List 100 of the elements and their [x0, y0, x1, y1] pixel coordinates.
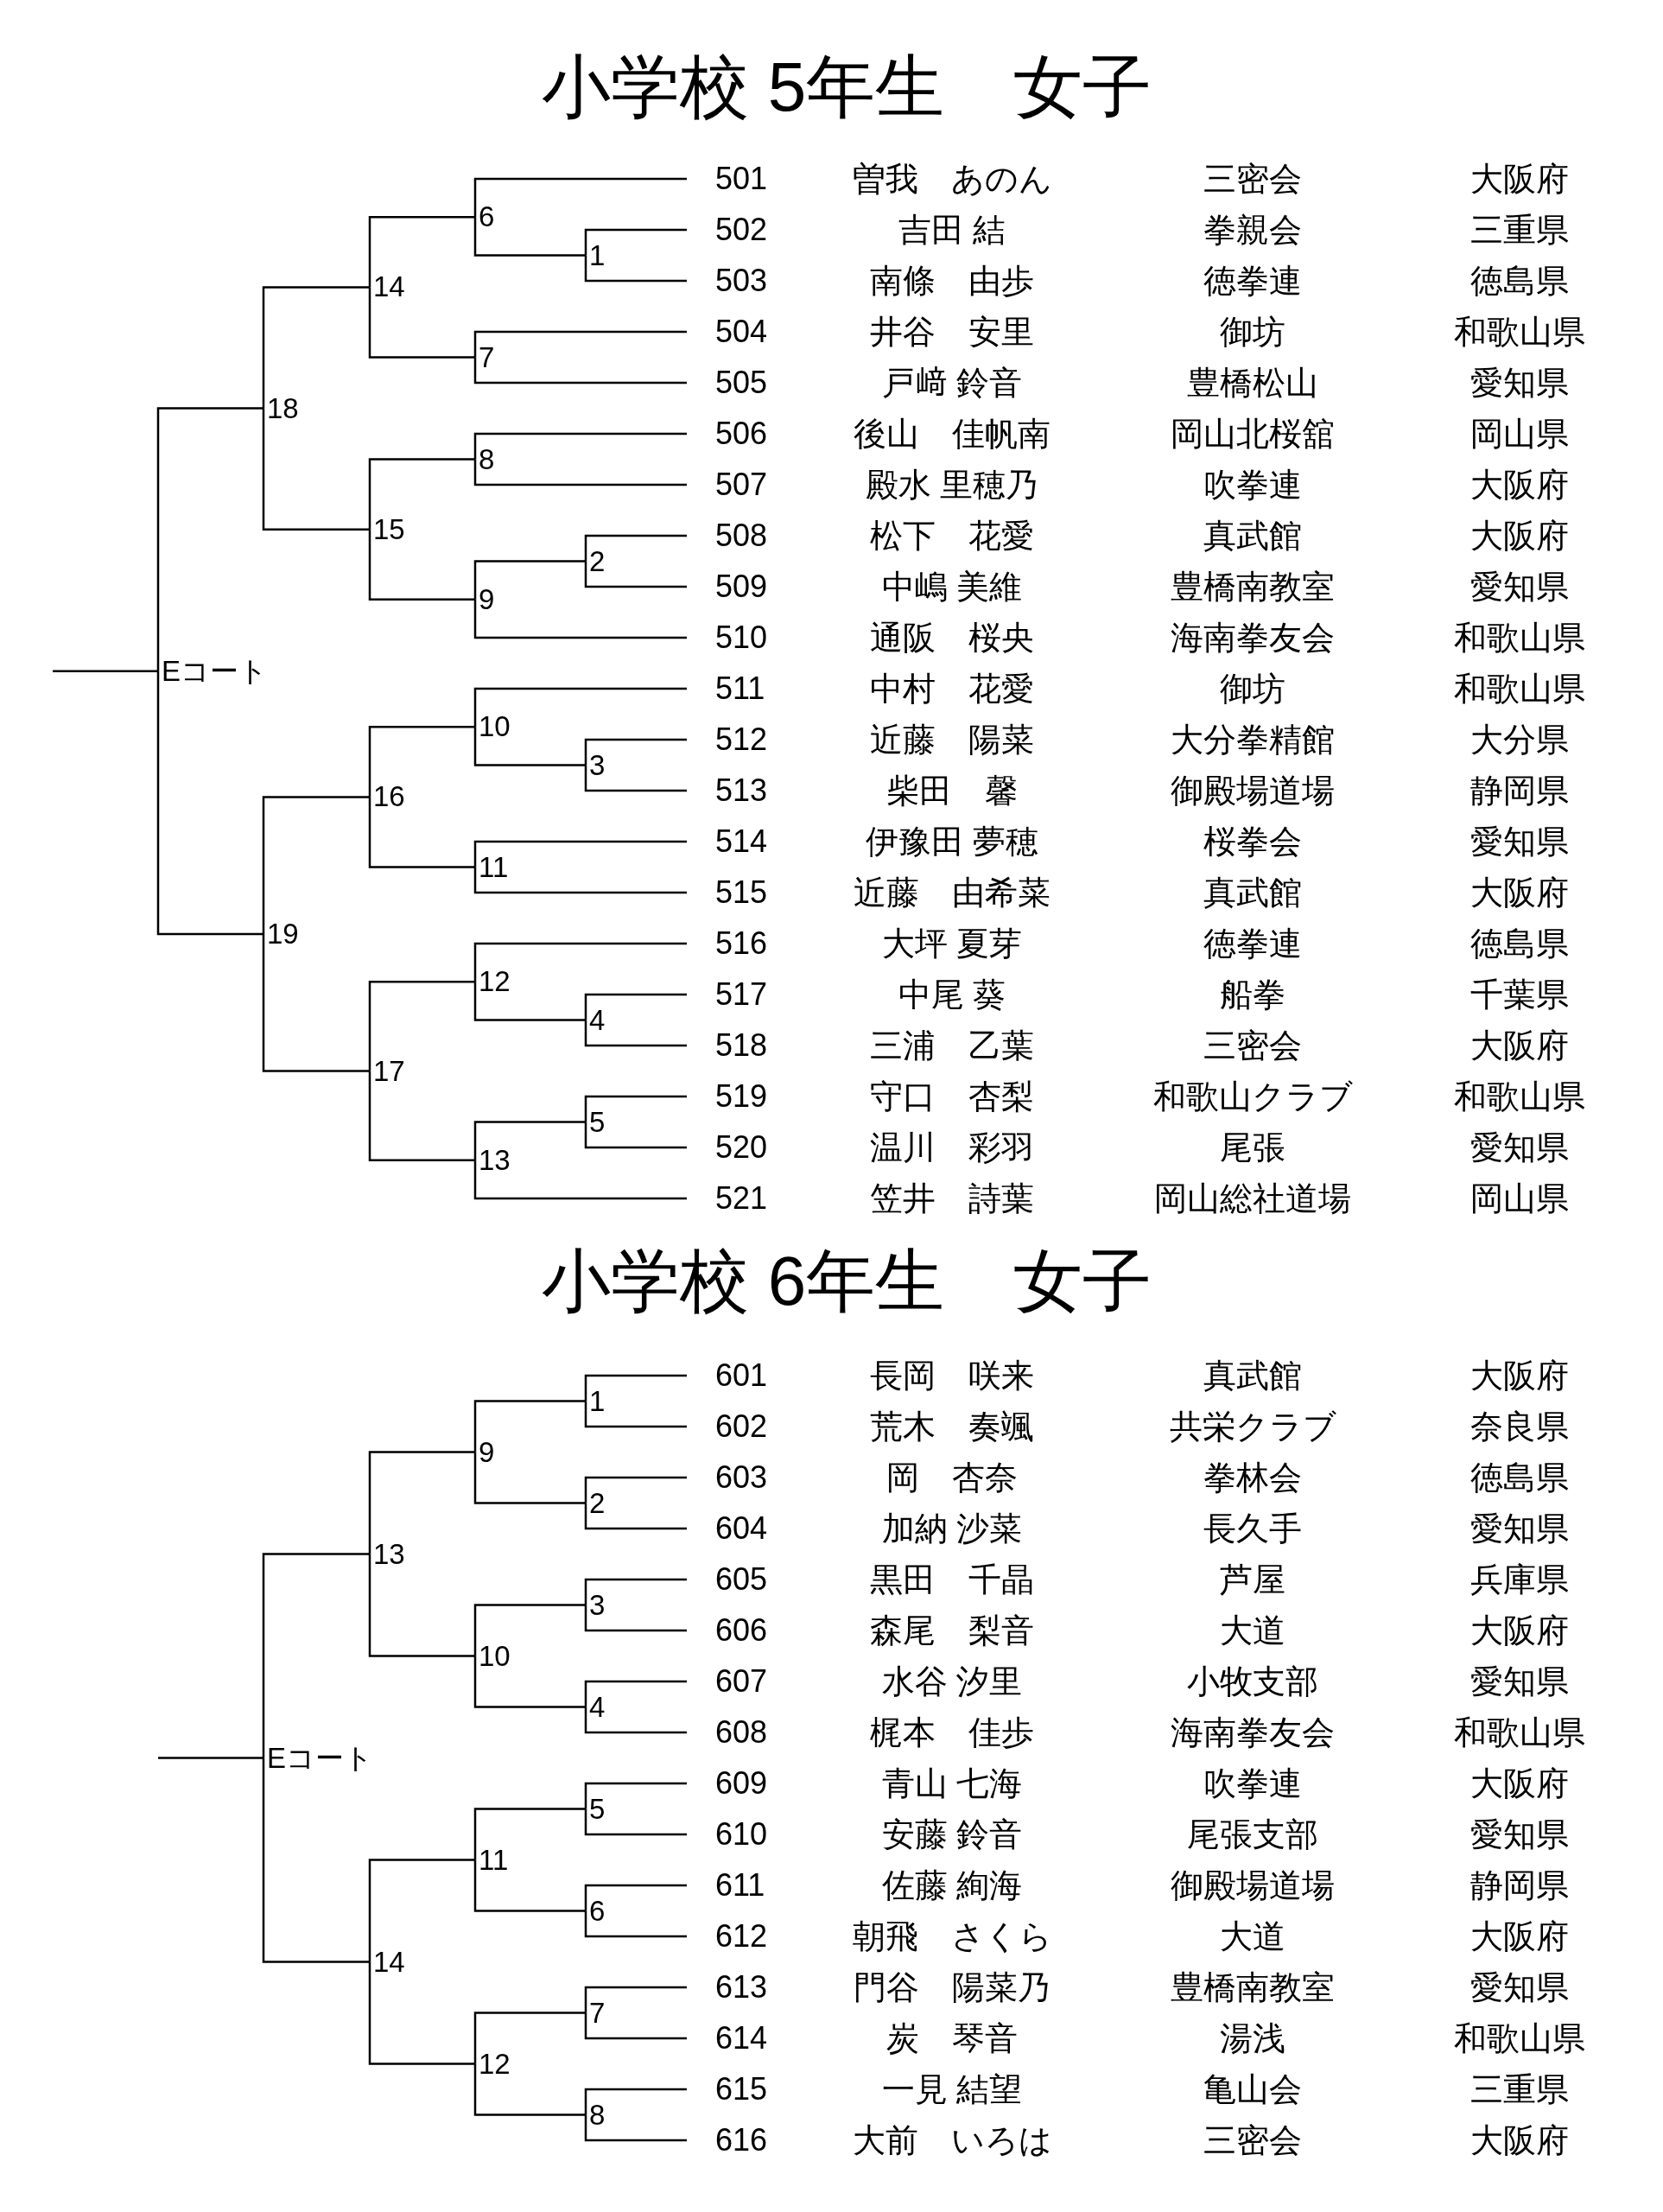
player-name: 井谷 安里 [870, 313, 1034, 351]
entry-number: 510 [715, 619, 768, 657]
club-name: 三密会 [1203, 160, 1302, 198]
bracket-line [584, 1782, 687, 1809]
prefecture-name: 三重県 [1470, 211, 1569, 249]
entry-number: 601 [715, 1357, 768, 1395]
match-number: 16 [373, 780, 405, 814]
bracket-line [473, 357, 687, 385]
player-name: 南條 由歩 [870, 262, 1034, 300]
match-number: 12 [479, 2047, 511, 2081]
entry-number: 512 [715, 721, 768, 759]
entry-number: 509 [715, 568, 768, 606]
club-name: 御殿場道場 [1171, 1866, 1335, 1904]
bracket-line [262, 796, 370, 934]
match-number: 14 [373, 270, 405, 304]
prefecture-name: 愛知県 [1470, 1968, 1569, 2006]
player-name: 梶本 佳歩 [870, 1713, 1034, 1751]
club-name: 徳拳連 [1203, 262, 1302, 300]
bracket-line [584, 1503, 687, 1530]
bracket-line [584, 561, 687, 588]
bracket-line [473, 1452, 586, 1504]
match-number: 3 [589, 1588, 606, 1622]
club-name: 船拳 [1220, 976, 1285, 1014]
player-name: 近藤 陽菜 [870, 721, 1034, 759]
bracket-line [473, 867, 687, 894]
bracket-line [368, 981, 475, 1071]
match-number: 19 [267, 917, 299, 950]
club-name: 吹拳連 [1203, 466, 1302, 504]
prefecture-name: 大阪府 [1470, 1611, 1569, 1649]
entry-number: 608 [715, 1713, 768, 1751]
bracket-line [584, 1095, 687, 1122]
bracket-line [584, 1884, 687, 1911]
prefecture-name: 大阪府 [1470, 874, 1569, 912]
match-number: 13 [373, 1537, 405, 1571]
prefecture-name: 奈良県 [1470, 1408, 1569, 1446]
club-name: 尾張 [1220, 1128, 1285, 1166]
club-name: 拳親会 [1203, 211, 1302, 249]
bracket-line [473, 217, 586, 257]
bracket-line [473, 560, 586, 600]
player-name: 松下 花愛 [870, 517, 1034, 555]
player-name: 中尾 葵 [898, 976, 1006, 1014]
bracket-line [473, 1400, 586, 1452]
club-name: 三密会 [1203, 1027, 1302, 1065]
entry-number: 519 [715, 1077, 768, 1116]
prefecture-name: 徳島県 [1470, 1459, 1569, 1497]
player-name: 後山 佳帆南 [854, 415, 1050, 453]
bracket-line [262, 1553, 370, 1758]
bracket-line [584, 1910, 687, 1938]
player-name: 青山 七海 [881, 1764, 1023, 1802]
bracket-line [584, 1374, 687, 1402]
club-name: 尾張支部 [1187, 1815, 1318, 1853]
bracket-line [584, 228, 687, 256]
club-name: 徳拳連 [1203, 925, 1302, 963]
prefecture-name: 大阪府 [1470, 1027, 1569, 1065]
club-name: 芦屋 [1220, 1560, 1285, 1599]
bracket-line [584, 1578, 687, 1605]
player-name: 長岡 咲来 [870, 1357, 1034, 1395]
entry-number: 508 [715, 517, 768, 555]
match-number: 2 [589, 1486, 606, 1520]
entry-number: 521 [715, 1179, 768, 1217]
player-name: 荒木 奏颯 [870, 1408, 1034, 1446]
prefecture-name: 和歌山県 [1454, 2019, 1585, 2057]
club-name: 大道 [1220, 1917, 1285, 1955]
player-name: 伊豫田 夢穂 [865, 823, 1039, 861]
entry-number: 602 [715, 1408, 768, 1446]
match-number: 10 [479, 710, 511, 744]
entry-number: 518 [715, 1027, 768, 1065]
bracket-line [473, 1859, 586, 1912]
entry-number: 613 [715, 1968, 768, 2006]
player-name: 温川 彩羽 [870, 1128, 1034, 1166]
entry-number: 614 [715, 2019, 768, 2057]
player-name: 近藤 由希菜 [854, 874, 1050, 912]
player-name: 安藤 鈴音 [881, 1815, 1023, 1853]
club-name: 岡山北桜舘 [1171, 415, 1335, 453]
entry-number: 507 [715, 466, 768, 504]
prefecture-name: 和歌山県 [1454, 313, 1585, 351]
bracket-line [368, 797, 475, 868]
section-title: 小学校 6年生 女子 [541, 1242, 1152, 1321]
bracket-line [584, 2088, 687, 2115]
bracket-line [584, 993, 687, 1020]
prefecture-name: 愛知県 [1470, 1128, 1569, 1166]
bracket-line [473, 432, 687, 460]
bracket-line [584, 1680, 687, 1707]
player-name: 水谷 汐里 [881, 1662, 1023, 1700]
match-number: 5 [589, 1105, 606, 1139]
bracket-line [368, 1451, 475, 1554]
player-name: 三浦 乙葉 [870, 1027, 1034, 1065]
match-number: 10 [479, 1639, 511, 1673]
bracket-line [473, 840, 687, 868]
club-name: 豊橋松山 [1187, 364, 1318, 402]
bracket-line [473, 942, 687, 982]
bracket-line [473, 1808, 586, 1860]
prefecture-name: 兵庫県 [1470, 1560, 1569, 1599]
club-name: 豊橋南教室 [1171, 568, 1335, 606]
entry-number: 609 [715, 1764, 768, 1802]
entry-number: 505 [715, 364, 768, 402]
entry-number: 604 [715, 1510, 768, 1548]
player-name: 加納 沙菜 [881, 1510, 1023, 1548]
entry-number: 514 [715, 823, 768, 861]
entry-number: 605 [715, 1560, 768, 1599]
